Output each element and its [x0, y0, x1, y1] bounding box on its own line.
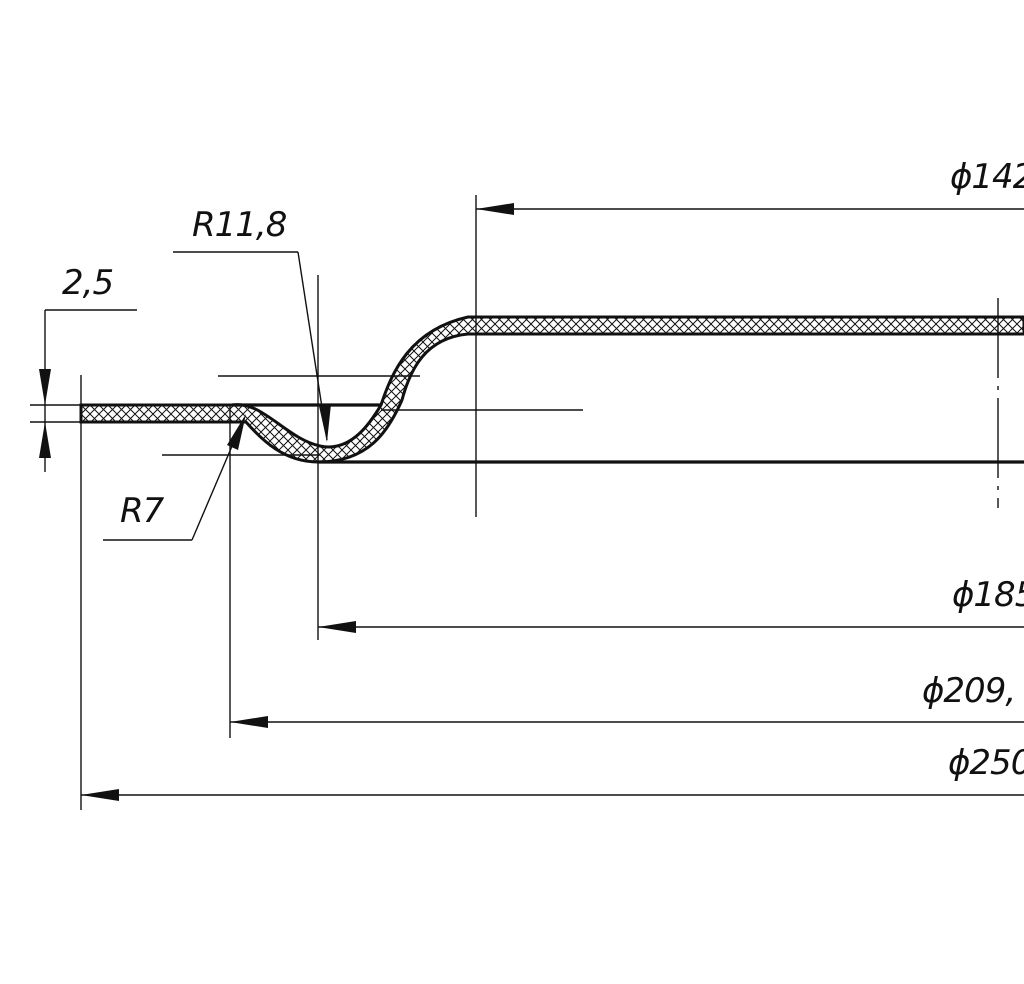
diameter-250-label: ϕ250	[948, 743, 1024, 783]
dimension-lines	[81, 208, 1024, 796]
arrowheads	[39, 203, 514, 801]
diameter-209-label: ϕ209,	[922, 671, 1015, 711]
extension-lines	[30, 195, 999, 810]
radius-large-label: R11,8	[192, 205, 287, 245]
radius-small-label: R7	[120, 491, 165, 531]
dimension-labels: 2,5 R11,8 R7 ϕ142 ϕ185 ϕ209, ϕ250	[62, 157, 1024, 783]
diameter-142-label: ϕ142	[950, 157, 1024, 197]
diameter-185-label: ϕ185	[952, 575, 1024, 615]
part-section	[79, 315, 1024, 464]
thickness-label: 2,5	[62, 263, 113, 303]
part-section-hatch	[79, 315, 1024, 464]
